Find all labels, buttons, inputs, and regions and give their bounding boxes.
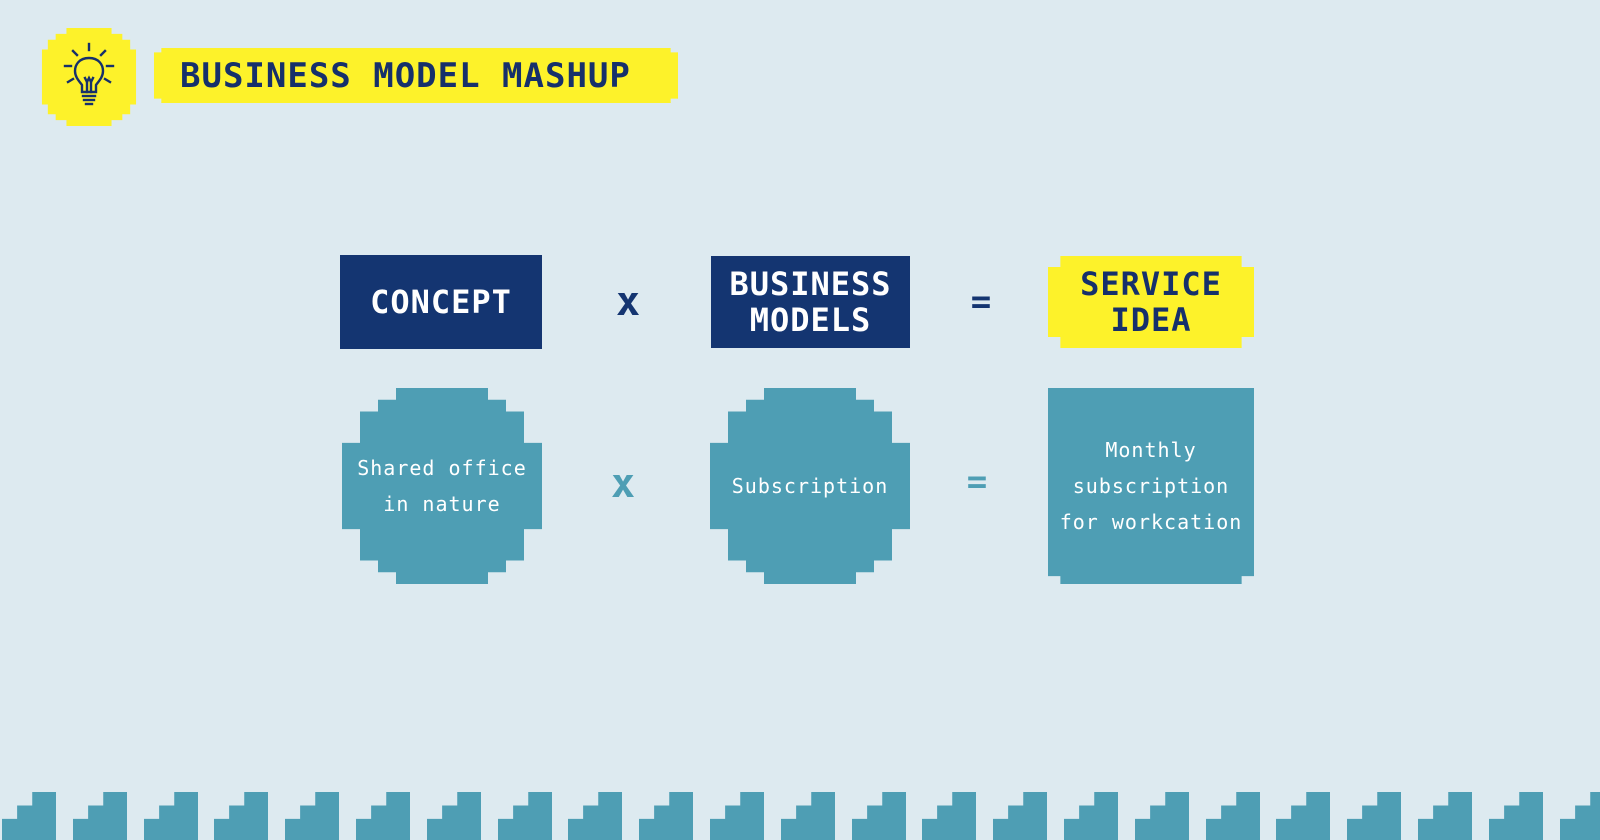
service-idea-example-line: for workcation <box>1059 510 1243 534</box>
stair-step <box>498 792 552 840</box>
stair-step <box>285 792 339 840</box>
stair-step <box>993 792 1047 840</box>
stair-step <box>1560 792 1600 840</box>
stair-step <box>568 792 622 840</box>
equals-operator: = <box>970 282 992 322</box>
service-idea-example-line: subscription <box>1072 474 1230 498</box>
lightbulb-icon <box>63 42 115 106</box>
multiply-operator: x <box>615 279 641 325</box>
equals-operator: = <box>966 462 988 502</box>
stair-step <box>922 792 976 840</box>
stair-step <box>144 792 198 840</box>
page-title: BUSINESS MODEL MASHUP <box>180 55 631 96</box>
stair-step <box>427 792 481 840</box>
stair-step <box>1064 792 1118 840</box>
service-idea-example: Monthly subscription for workcation <box>1048 388 1254 584</box>
business-models-label: BUSINESS MODELS <box>711 256 910 348</box>
stair-step <box>1206 792 1260 840</box>
concept-example: Shared office in nature <box>342 388 542 584</box>
stair-step <box>1276 792 1330 840</box>
lightbulb-badge <box>41 28 137 126</box>
stair-step <box>1135 792 1189 840</box>
stair-step <box>710 792 764 840</box>
concept-label: CONCEPT <box>340 255 542 349</box>
stair-step <box>639 792 693 840</box>
stair-step <box>214 792 268 840</box>
business-models-label-line: MODELS <box>749 301 872 339</box>
concept-label-text: CONCEPT <box>370 283 512 321</box>
stair-step <box>781 792 835 840</box>
stair-step <box>1347 792 1401 840</box>
service-idea-example-line: Monthly <box>1105 438 1197 462</box>
stair-step <box>1489 792 1543 840</box>
service-idea-label-line: IDEA <box>1110 301 1192 339</box>
business-models-label-line: BUSINESS <box>729 265 892 303</box>
service-idea-label: SERVICE IDEA <box>1048 256 1254 348</box>
stair-step <box>1418 792 1472 840</box>
business-model-example-line: Subscription <box>731 474 889 498</box>
concept-example-line: in nature <box>383 492 501 516</box>
stair-step <box>356 792 410 840</box>
stair-step <box>73 792 127 840</box>
stair-step <box>2 792 56 840</box>
service-idea-label-line: SERVICE <box>1080 265 1222 303</box>
stair-step <box>852 792 906 840</box>
title-banner: BUSINESS MODEL MASHUP <box>154 48 678 103</box>
concept-example-line: Shared office <box>357 456 527 480</box>
business-model-example: Subscription <box>710 388 910 584</box>
multiply-operator: x <box>610 461 636 507</box>
staircase-border <box>0 792 1600 840</box>
